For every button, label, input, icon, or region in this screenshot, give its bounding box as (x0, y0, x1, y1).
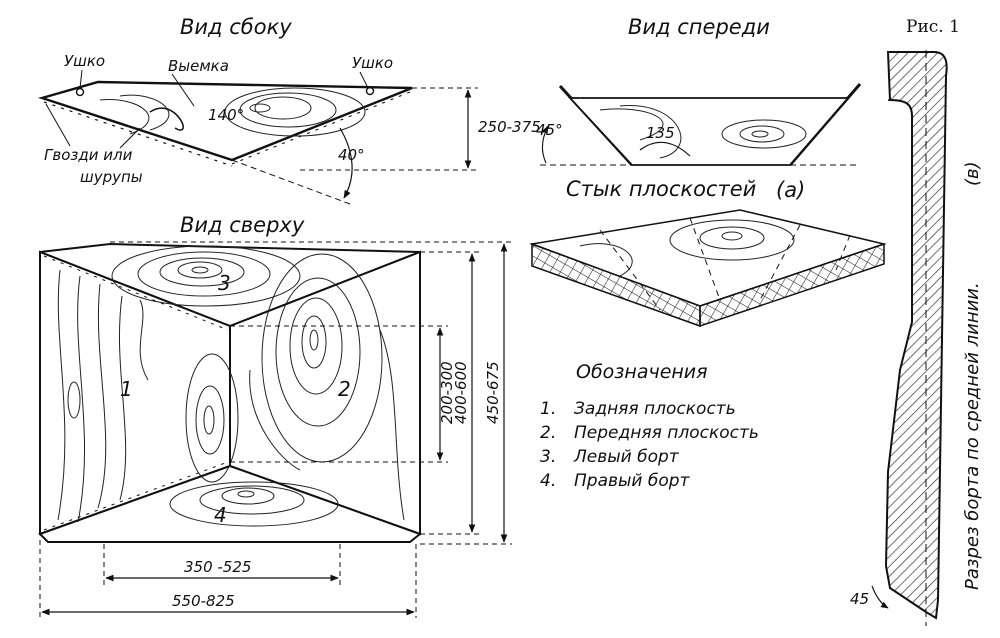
legend-item-4-text: Правый борт (574, 471, 691, 491)
joint-dash-3 (759, 224, 801, 301)
lug-left-hole (75, 87, 85, 97)
lug-left-leader (79, 69, 83, 89)
lug-left-label: Ушко (64, 52, 105, 70)
side-view-grain (99, 87, 366, 137)
joint-dash-2 (689, 217, 721, 301)
fasteners-leader-2 (119, 127, 141, 149)
joint-top-face (529, 209, 887, 307)
section-view: Разрез борта по средней линии. (в) 45 (850, 50, 983, 626)
fasteners-leader-1 (45, 103, 71, 147)
section-angle-label: 45 (850, 590, 869, 608)
panel-4-grain (169, 481, 339, 527)
front-angle-45-arc (541, 125, 549, 164)
section-caption: Разрез борта по средней линии. (962, 282, 983, 590)
panel-1-number: 1 (120, 377, 133, 401)
legend-item-3-text: Левый борт (573, 447, 680, 467)
legend-item-2-text: Передняя плоскость (574, 423, 759, 443)
dim-outer-h-label: 550-825 (172, 592, 235, 610)
section-angle-arc (871, 585, 889, 609)
joint-grain (579, 219, 795, 277)
legend-title: Обозначения (576, 361, 708, 383)
bottom-edge-nails (43, 461, 229, 531)
dim-inner-h-label: 350 -525 (184, 558, 251, 576)
angle-40-arc (339, 127, 353, 199)
panel-4-number: 4 (214, 503, 227, 527)
front-angle-135-arc (639, 141, 691, 157)
section-profile (884, 51, 948, 620)
lug-right-label: Ушко (352, 54, 393, 72)
section-notch-inner (887, 99, 913, 117)
dim-mid-v-label: 400-600 (452, 361, 470, 424)
panel-2-grain (249, 253, 405, 521)
legend-item-3-num: 3. (540, 447, 556, 467)
legend-item-2-num: 2. (540, 423, 556, 443)
side-view: Вид сбоку Ушко Выемка Ушко 140° Гвозди и… (37, 15, 541, 205)
joint-dash-1 (599, 229, 661, 311)
fasteners-label-1: Гвозди или (44, 146, 133, 164)
dim-outer-v-label: 450-675 (484, 361, 502, 424)
notch-leader (171, 73, 195, 107)
legend-item-1-num: 1. (540, 399, 556, 419)
joint-view: Стык плоскостей (а) (529, 177, 887, 328)
dim-height-label: 250-375 (478, 118, 541, 136)
angle-40-extension (231, 159, 351, 205)
front-angle-45-label: 45° (536, 121, 563, 139)
lug-right-leader (359, 71, 369, 89)
top-edge-nails (43, 255, 229, 331)
front-grain (599, 105, 807, 159)
top-view-title: Вид сверху (180, 213, 305, 237)
section-mark: (в) (962, 161, 983, 186)
dim-inner-v-label: 200-300 (438, 361, 456, 424)
nail-line (43, 101, 233, 167)
legend-item-4-num: 4. (540, 471, 556, 491)
joint-side-right (699, 242, 885, 328)
side-view-title: Вид сбоку (180, 15, 292, 39)
fasteners-label-2: шурупы (80, 168, 143, 186)
notch-label: Выемка (168, 57, 229, 75)
figure-label: Рис. 1 (906, 17, 960, 37)
legend: Обозначения 1. Задняя плоскость 2. Перед… (540, 361, 759, 491)
panel-2-number: 2 (338, 377, 351, 401)
front-view: Вид спереди 45° 135 (536, 15, 862, 167)
angle-140-label: 140° (208, 106, 244, 124)
joint-title: Стык плоскостей (566, 177, 756, 201)
angle-40-label: 40° (338, 146, 365, 164)
front-angle-135-label: 135 (646, 124, 675, 142)
legend-item-1-text: Задняя плоскость (574, 399, 736, 419)
panel-3-grain (111, 245, 301, 307)
lug-right-hole (365, 86, 375, 96)
top-view: Вид сверху 3 1 2 4 200-300 400-600 450-6… (38, 213, 512, 618)
panel-4-right-side (38, 464, 423, 543)
panel-3-number: 3 (218, 271, 231, 295)
front-view-title: Вид спереди (628, 15, 770, 39)
notch-curve (149, 107, 184, 131)
front-board (567, 97, 850, 166)
joint-mark: (а) (776, 178, 805, 202)
panel-1-grain (57, 269, 239, 523)
